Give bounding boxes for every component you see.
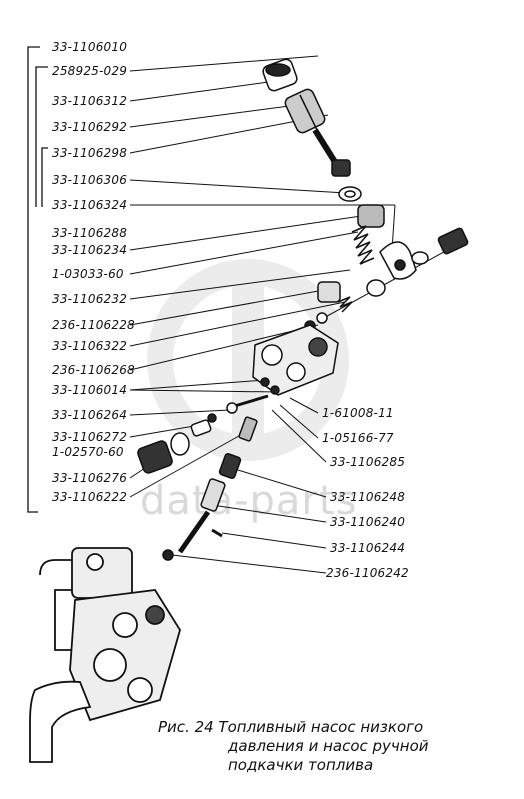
part-label-236-1106228: 236-1106228: [52, 318, 135, 332]
part-label-1-03033-60: 1-03033-60: [52, 267, 124, 281]
group-brackets: [27, 46, 48, 513]
part-label-33-1106014: 33-1106014: [52, 383, 128, 397]
part-label-33-1106244: 33-1106244: [330, 541, 406, 555]
part-label-1-61008-11: 1-61008-11: [322, 406, 394, 420]
part-label-33-1106010: 33-1106010: [52, 40, 128, 54]
part-label-33-1106285: 33-1106285: [330, 455, 406, 469]
part-label-33-1106306: 33-1106306: [52, 173, 128, 187]
parts: [29, 58, 469, 763]
part-label-33-1106264: 33-1106264: [52, 408, 128, 422]
figure-caption: Рис. 24 Топливный насос низкого давления…: [158, 718, 429, 775]
part-label-33-1106312: 33-1106312: [52, 94, 128, 108]
part-label-236-1106242: 236-1106242: [326, 566, 409, 580]
part-label-33-1106292: 33-1106292: [52, 120, 128, 134]
part-label-33-1106234: 33-1106234: [52, 243, 128, 257]
part-label-33-1106324: 33-1106324: [52, 198, 128, 212]
part-label-258925-029: 258925-029: [52, 64, 128, 78]
part-label-1-05166-77: 1-05166-77: [322, 431, 394, 445]
caption-line-1: Рис. 24 Топливный насос низкого: [158, 718, 424, 736]
part-label-33-1106276: 33-1106276: [52, 471, 128, 485]
part-label-33-1106322: 33-1106322: [52, 339, 128, 353]
part-label-33-1106248: 33-1106248: [330, 490, 406, 504]
leader-lines: [129, 55, 463, 574]
part-label-33-1106288: 33-1106288: [52, 226, 128, 240]
part-label-33-1106240: 33-1106240: [330, 515, 406, 529]
part-label-236-1106268: 236-1106268: [52, 363, 135, 377]
part-label-33-1106222: 33-1106222: [52, 490, 128, 504]
caption-line-2: давления и насос ручной: [228, 737, 429, 755]
caption-line-3: подкачки топлива: [228, 756, 374, 774]
watermark-text: data-parts: [140, 478, 358, 524]
part-label-1-02570-60: 1-02570-60: [52, 445, 124, 459]
part-label-33-1106272: 33-1106272: [52, 430, 128, 444]
part-label-33-1106232: 33-1106232: [52, 292, 128, 306]
part-label-33-1106298: 33-1106298: [52, 146, 128, 160]
pump-assembly: [29, 547, 181, 763]
